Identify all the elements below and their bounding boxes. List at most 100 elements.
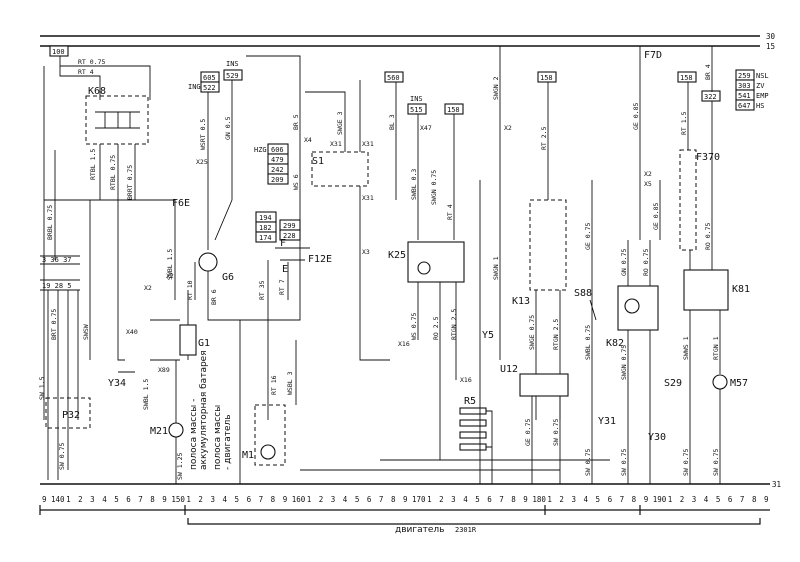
svg-text:RO 2.5: RO 2.5: [432, 316, 440, 340]
ref-prefix-ins1: INS: [226, 60, 239, 68]
switch-s88-label: S88: [574, 288, 592, 299]
valve-y5-label: Y5: [482, 330, 494, 341]
ref-box-158-b: [537, 71, 557, 83]
note-ground-battery-1: полоса массы -: [189, 399, 199, 470]
svg-text:GN 0.75: GN 0.75: [620, 249, 628, 276]
ruler-digit: 190: [653, 495, 667, 504]
wire-label-rt075-top: RT 0.75: [78, 58, 105, 66]
svg-text:HS: HS: [756, 102, 764, 110]
svg-text:194: 194: [259, 214, 272, 222]
ruler-digit: 4: [102, 495, 107, 504]
svg-text:BRBL 0.75: BRBL 0.75: [46, 205, 54, 240]
ruler-digit: 7: [499, 495, 504, 504]
svg-text:515: 515: [410, 106, 423, 114]
ruler-digit: 6: [487, 495, 492, 504]
motor-m57-label: M57: [730, 378, 748, 389]
ruler-digit: 1: [668, 495, 673, 504]
svg-text:560: 560: [387, 74, 400, 82]
relay-k68-label: K68: [88, 86, 106, 97]
fuse-f370-label: F370: [696, 152, 720, 163]
relay-k81-label: K81: [732, 284, 750, 295]
ref-box-100: [49, 45, 69, 57]
svg-text:RTBL 0.75: RTBL 0.75: [109, 155, 117, 190]
ruler-digit: 8: [511, 495, 516, 504]
svg-text:479: 479: [271, 156, 284, 164]
ruler-digit: 2: [439, 495, 444, 504]
ruler-digit: 170: [412, 495, 426, 504]
svg-text:SW 0.75: SW 0.75: [682, 449, 690, 476]
ruler-digit: 7: [259, 495, 264, 504]
svg-text:SWBL 1.5: SWBL 1.5: [166, 249, 174, 280]
ruler-digit: 5: [355, 495, 360, 504]
svg-text:X31: X31: [362, 140, 374, 148]
svg-text:606: 606: [271, 146, 284, 154]
ignition-switch-s1-box: [311, 151, 369, 187]
ruler-digit: 4: [704, 495, 709, 504]
ref-stack-hzg: 606 479 242 209: [267, 143, 289, 185]
sensor-p32-label: P32: [62, 410, 80, 421]
relay-k13-box: [529, 199, 567, 291]
svg-text:BR 4: BR 4: [704, 64, 712, 80]
ruler-digit: 6: [247, 495, 252, 504]
svg-text:SWBL 0.3: SWBL 0.3: [410, 169, 418, 200]
svg-text:SWGE 0.75: SWGE 0.75: [528, 315, 536, 350]
ruler-digit: 9: [523, 495, 528, 504]
starter-m1: [260, 444, 276, 460]
svg-text:GE 0.75: GE 0.75: [524, 419, 532, 446]
engine-brace: [187, 518, 761, 525]
svg-text:209: 209: [271, 176, 284, 184]
ruler-digit: 6: [126, 495, 131, 504]
ruler-digit: 1: [547, 495, 552, 504]
ruler-digit: 7: [379, 495, 384, 504]
svg-text:100: 100: [52, 48, 65, 56]
svg-text:BRT 0.75: BRT 0.75: [50, 309, 58, 340]
svg-text:SWGE 3: SWGE 3: [336, 111, 344, 135]
ref-legend: 259 NSL 303 ZV 541 EMP 647 HS: [735, 69, 769, 111]
ruler-digit: 8: [391, 495, 396, 504]
svg-text:605: 605: [203, 74, 216, 82]
svg-text:WS 0.75: WS 0.75: [410, 313, 418, 340]
alternator-g6-label: G6: [222, 272, 234, 283]
rail-31-label: 31: [772, 480, 781, 489]
svg-text:RT 4: RT 4: [446, 204, 454, 220]
ruler-digit: 1: [427, 495, 432, 504]
wire-label-rt4-top: RT 4: [78, 68, 94, 76]
ruler-digit: 8: [752, 495, 757, 504]
fuse-f6e-label: F6E: [172, 198, 190, 209]
svg-text:RTGN 2.5: RTGN 2.5: [552, 319, 560, 350]
svg-text:174: 174: [259, 234, 272, 242]
ruler-digit: 7: [620, 495, 625, 504]
svg-text:SW 0.75: SW 0.75: [552, 419, 560, 446]
starter-m1-box: [254, 404, 286, 466]
svg-text:SWGN 0.75: SWGN 0.75: [430, 170, 438, 205]
svg-text:SW 0.75: SW 0.75: [584, 449, 592, 476]
svg-text:X25: X25: [196, 158, 208, 166]
rail-30-label: 30: [766, 32, 776, 41]
svg-text:X16: X16: [398, 340, 410, 348]
engine-label: двигатель: [395, 525, 444, 535]
svg-text:EMP: EMP: [756, 92, 769, 100]
ruler-digit: 8: [632, 495, 637, 504]
svg-text:X2: X2: [144, 284, 152, 292]
svg-text:BL 3: BL 3: [388, 114, 396, 130]
svg-text:RT 1.5: RT 1.5: [680, 111, 688, 135]
ref-box-158-c: [677, 71, 697, 83]
svg-text:SWSW: SWSW: [82, 324, 90, 340]
svg-text:RT 7: RT 7: [278, 279, 286, 295]
svg-text:X3: X3: [362, 248, 370, 256]
relay-k82-label: K82: [606, 338, 624, 349]
svg-text:X40: X40: [126, 328, 138, 336]
svg-text:RT 10: RT 10: [186, 280, 194, 300]
svg-text:RO 0.75: RO 0.75: [704, 223, 712, 250]
svg-text:647: 647: [738, 102, 751, 110]
engine-code: 2301R: [455, 526, 477, 534]
svg-text:RTGN 2.5: RTGN 2.5: [450, 309, 458, 340]
fuse-f12e-label: F12E: [308, 254, 332, 265]
ruler-digit: 160: [292, 495, 306, 504]
fuse-f370-box: [679, 149, 697, 251]
battery-g1-label: G1: [198, 338, 210, 349]
svg-text:X31: X31: [330, 140, 342, 148]
ruler-digit: 9: [42, 495, 47, 504]
ruler-digit: 4: [584, 495, 589, 504]
